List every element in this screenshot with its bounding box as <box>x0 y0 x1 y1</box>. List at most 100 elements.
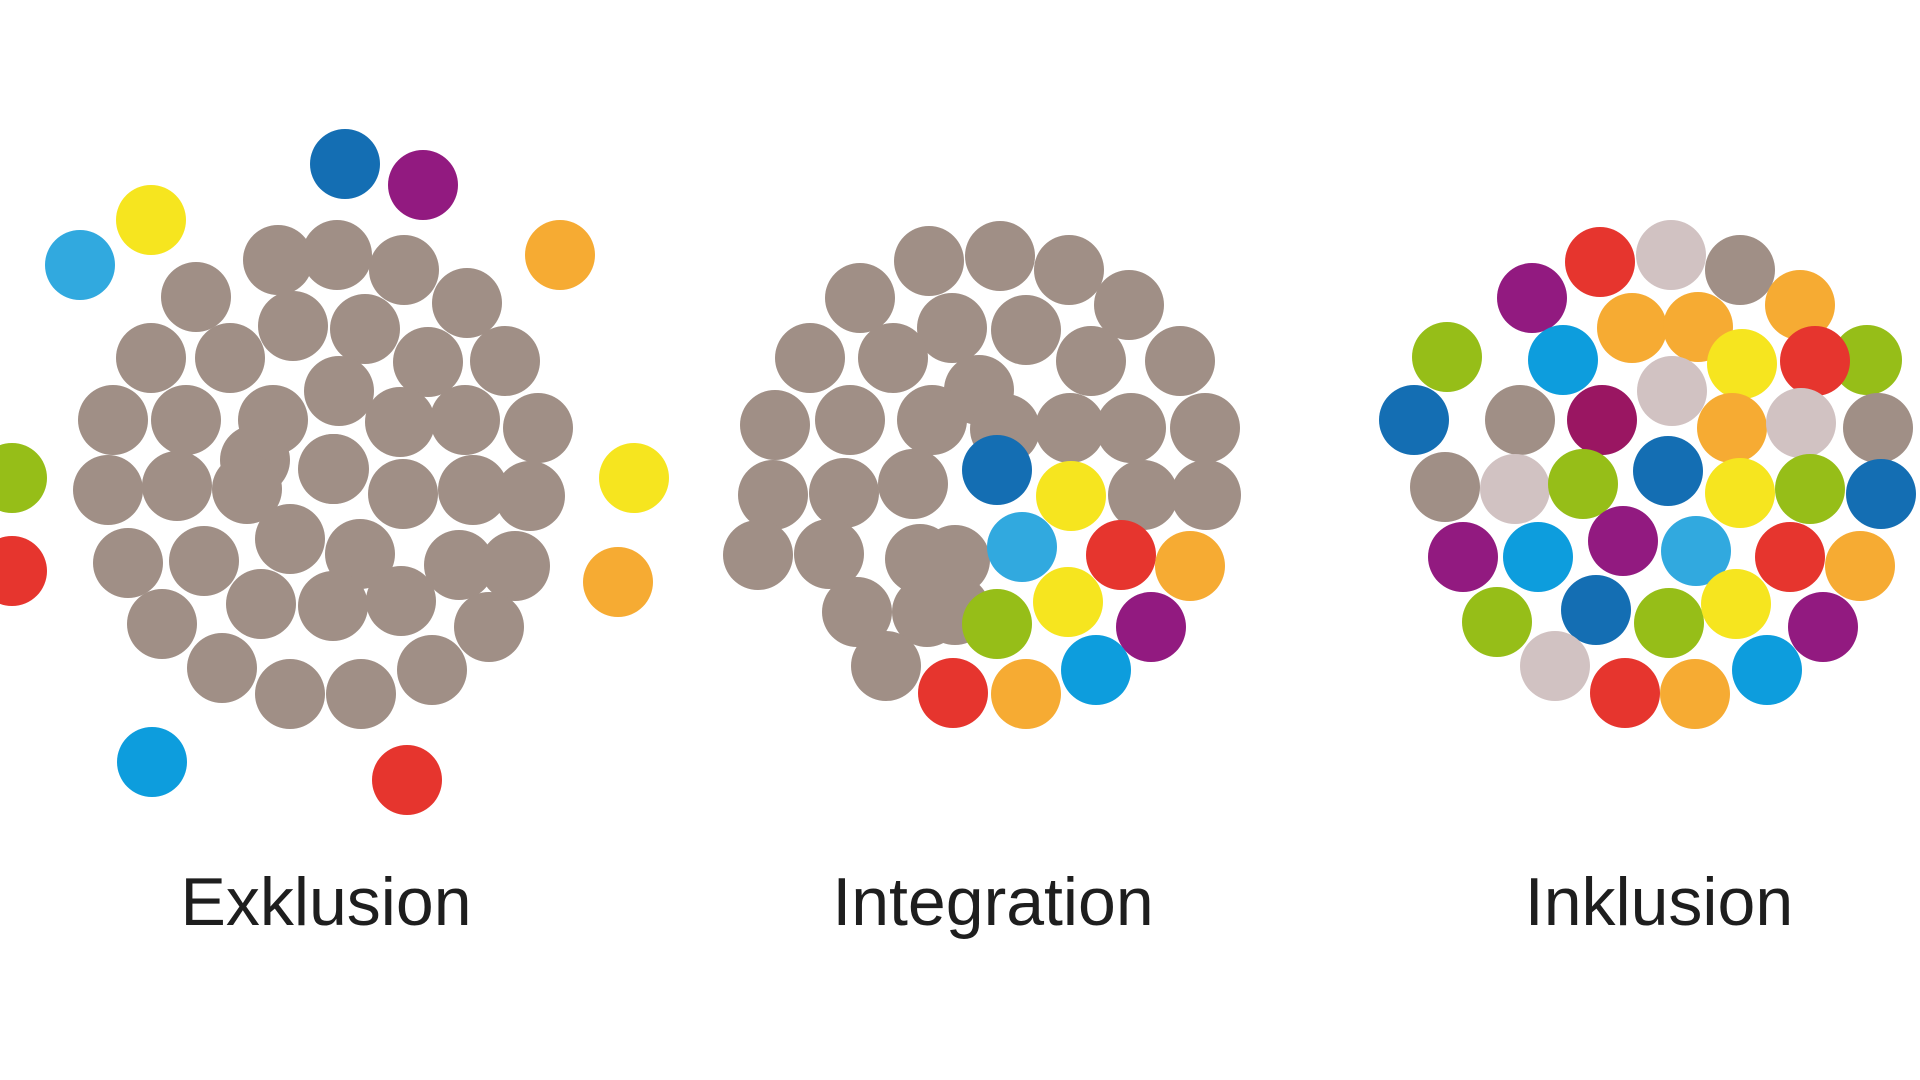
included-mixed-dot <box>1590 658 1660 728</box>
excluded-group-dot <box>212 454 282 524</box>
included-mixed-dot <box>1661 516 1731 586</box>
excluded-outside-dot <box>0 536 47 606</box>
excluded-outside-dot <box>388 150 458 220</box>
excluded-group-dot <box>366 566 436 636</box>
integrated-color-dot <box>1061 635 1131 705</box>
excluded-group-dot <box>78 385 148 455</box>
excluded-outside-dot <box>310 129 380 199</box>
excluded-group-dot <box>243 225 313 295</box>
included-mixed-dot <box>1633 436 1703 506</box>
excluded-group-dot <box>169 526 239 596</box>
included-mixed-dot <box>1846 459 1916 529</box>
included-mixed-dot <box>1497 263 1567 333</box>
integrated-color-dot <box>918 658 988 728</box>
integrated-group-dot <box>1094 270 1164 340</box>
included-mixed-dot <box>1597 293 1667 363</box>
integrated-color-dot <box>991 659 1061 729</box>
excluded-outside-dot <box>583 547 653 617</box>
integrated-group-dot <box>1108 460 1178 530</box>
integrated-group-dot <box>851 631 921 701</box>
included-mixed-dot <box>1732 635 1802 705</box>
excluded-group-dot <box>116 323 186 393</box>
included-mixed-dot <box>1843 393 1913 463</box>
included-mixed-dot <box>1567 385 1637 455</box>
excluded-group-dot <box>470 326 540 396</box>
excluded-group-dot <box>480 531 550 601</box>
excluded-group-dot <box>368 459 438 529</box>
excluded-group-dot <box>397 635 467 705</box>
included-mixed-dot <box>1410 452 1480 522</box>
excluded-group-dot <box>454 592 524 662</box>
integrated-color-dot <box>962 589 1032 659</box>
included-mixed-dot <box>1780 326 1850 396</box>
included-mixed-dot <box>1660 659 1730 729</box>
excluded-group-dot <box>432 268 502 338</box>
included-mixed-dot <box>1705 458 1775 528</box>
excluded-group-dot <box>393 327 463 397</box>
excluded-group-dot <box>365 387 435 457</box>
excluded-group-dot <box>73 455 143 525</box>
integrated-group-dot <box>825 263 895 333</box>
caption-exclusion: Exklusion <box>180 864 472 940</box>
excluded-group-dot <box>330 294 400 364</box>
included-mixed-dot <box>1705 235 1775 305</box>
included-mixed-dot <box>1697 393 1767 463</box>
excluded-group-dot <box>304 356 374 426</box>
caption-integration: Integration <box>832 864 1154 940</box>
included-mixed-dot <box>1462 587 1532 657</box>
included-mixed-dot <box>1766 388 1836 458</box>
included-mixed-dot <box>1825 531 1895 601</box>
excluded-group-dot <box>255 659 325 729</box>
included-mixed-dot <box>1707 329 1777 399</box>
included-mixed-dot <box>1775 454 1845 524</box>
excluded-outside-dot <box>0 443 47 513</box>
integrated-group-dot <box>1096 393 1166 463</box>
included-mixed-dot <box>1565 227 1635 297</box>
integrated-color-dot <box>1155 531 1225 601</box>
integrated-color-dot <box>1033 567 1103 637</box>
included-mixed-dot <box>1832 325 1902 395</box>
excluded-outside-dot <box>525 220 595 290</box>
integrated-group-dot <box>1170 393 1240 463</box>
integrated-group-dot <box>1034 235 1104 305</box>
excluded-group-dot <box>325 519 395 589</box>
excluded-group-dot <box>369 235 439 305</box>
excluded-group-dot <box>151 385 221 455</box>
excluded-outside-dot <box>117 727 187 797</box>
excluded-outside-dot <box>599 443 669 513</box>
integrated-group-dot <box>822 577 892 647</box>
integrated-group-dot <box>723 520 793 590</box>
included-mixed-dot <box>1412 322 1482 392</box>
included-mixed-dot <box>1636 220 1706 290</box>
included-mixed-dot <box>1765 270 1835 340</box>
integrated-group-dot <box>965 221 1035 291</box>
excluded-outside-dot <box>372 745 442 815</box>
integrated-color-dot <box>1036 461 1106 531</box>
integrated-group-dot <box>1035 393 1105 463</box>
excluded-group-dot <box>127 589 197 659</box>
excluded-group-dot <box>326 659 396 729</box>
integrated-color-dot <box>1086 520 1156 590</box>
integrated-group-dot <box>894 226 964 296</box>
included-mixed-dot <box>1528 325 1598 395</box>
integrated-group-dot <box>740 390 810 460</box>
integrated-group-dot <box>991 295 1061 365</box>
included-mixed-dot <box>1788 592 1858 662</box>
included-mixed-dot <box>1637 356 1707 426</box>
included-mixed-dot <box>1480 454 1550 524</box>
included-mixed-dot <box>1588 506 1658 576</box>
excluded-outside-dot <box>116 185 186 255</box>
caption-inclusion: Inklusion <box>1524 864 1794 940</box>
integrated-group-dot <box>738 460 808 530</box>
excluded-group-dot <box>438 455 508 525</box>
integrated-group-dot <box>878 449 948 519</box>
excluded-group-dot <box>161 262 231 332</box>
integrated-color-dot <box>1116 592 1186 662</box>
integrated-group-dot <box>815 385 885 455</box>
included-mixed-dot <box>1561 575 1631 645</box>
included-mixed-dot <box>1701 569 1771 639</box>
included-mixed-dot <box>1755 522 1825 592</box>
included-mixed-dot <box>1503 522 1573 592</box>
